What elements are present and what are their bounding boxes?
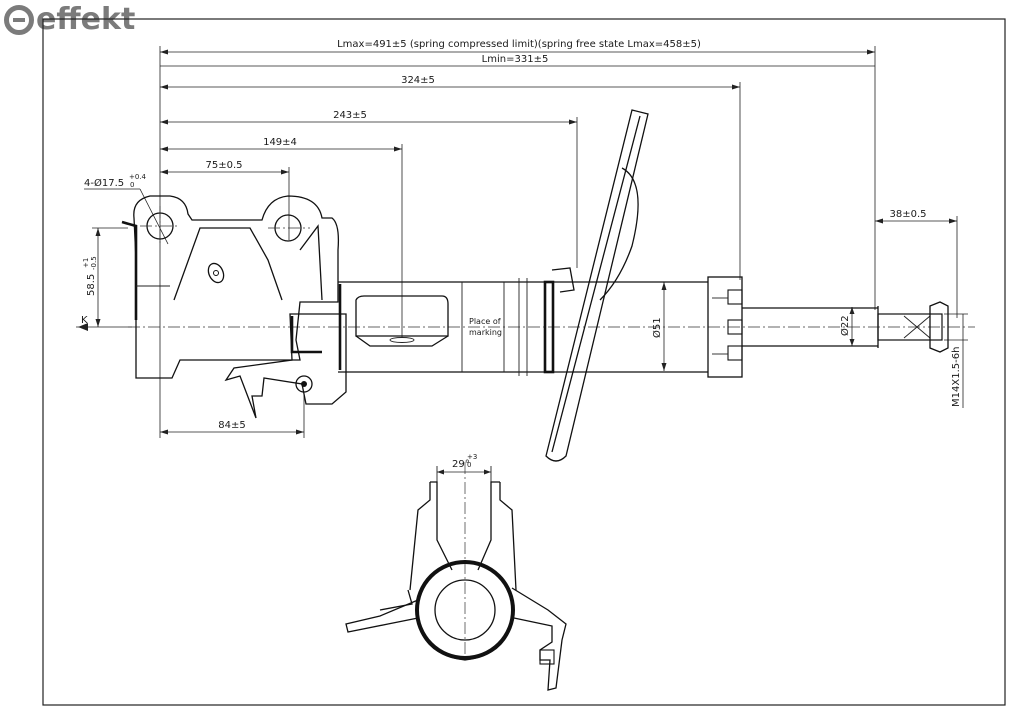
- dim-324: 324±5: [401, 75, 435, 86]
- dim-rod-dia: Ø22: [839, 315, 851, 336]
- knuckle-section-view: [345, 462, 567, 691]
- dim-75: 75±0.5: [205, 160, 242, 171]
- dim-lmin: Lmin=331±5: [482, 54, 549, 65]
- datum-k: K: [81, 315, 88, 326]
- dim-149: 149±4: [263, 137, 297, 148]
- spring-seat-plate: [545, 109, 649, 462]
- dim-58-tol-lower: -0.5: [90, 256, 98, 270]
- dim-angle-tol-lower: 0: [467, 461, 471, 469]
- marking-label-line2: marking: [469, 328, 502, 337]
- knuckle-bracket: [121, 195, 340, 379]
- piston-rod: [742, 301, 949, 353]
- dim-58-tol-upper: +1: [82, 258, 90, 268]
- logo-ring-icon: [4, 5, 34, 35]
- dim-angle-tol-upper: +3: [467, 453, 477, 461]
- dim-thread: M14X1.5-6h: [951, 347, 962, 407]
- dim-84: 84±5: [218, 420, 245, 431]
- dim-hole-dia: 4-Ø17.5: [84, 177, 124, 189]
- dim-243: 243±5: [333, 110, 367, 121]
- dim-38: 38±0.5: [889, 209, 926, 220]
- drawing-frame: [42, 18, 1006, 706]
- dim-tube-dia: Ø51: [651, 317, 663, 338]
- strut-side-view: [121, 109, 975, 462]
- top-mount-block: [707, 276, 743, 378]
- dim-angle: 29°: [452, 459, 470, 470]
- dim-lmax: Lmax=491±5 (spring compressed limit)(spr…: [337, 39, 701, 50]
- dimension-labels: Lmax=491±5 (spring compressed limit)(spr…: [81, 39, 962, 470]
- dimension-lines: [76, 46, 968, 475]
- dim-hole-tol-upper: +0.4: [129, 173, 147, 181]
- dim-58: 58.5: [86, 274, 97, 296]
- dim-hole-tol-lower: 0: [130, 181, 134, 189]
- damper-tube: [338, 278, 708, 376]
- brake-hose-bracket: [224, 313, 347, 419]
- marking-label-line1: Place of: [469, 317, 501, 326]
